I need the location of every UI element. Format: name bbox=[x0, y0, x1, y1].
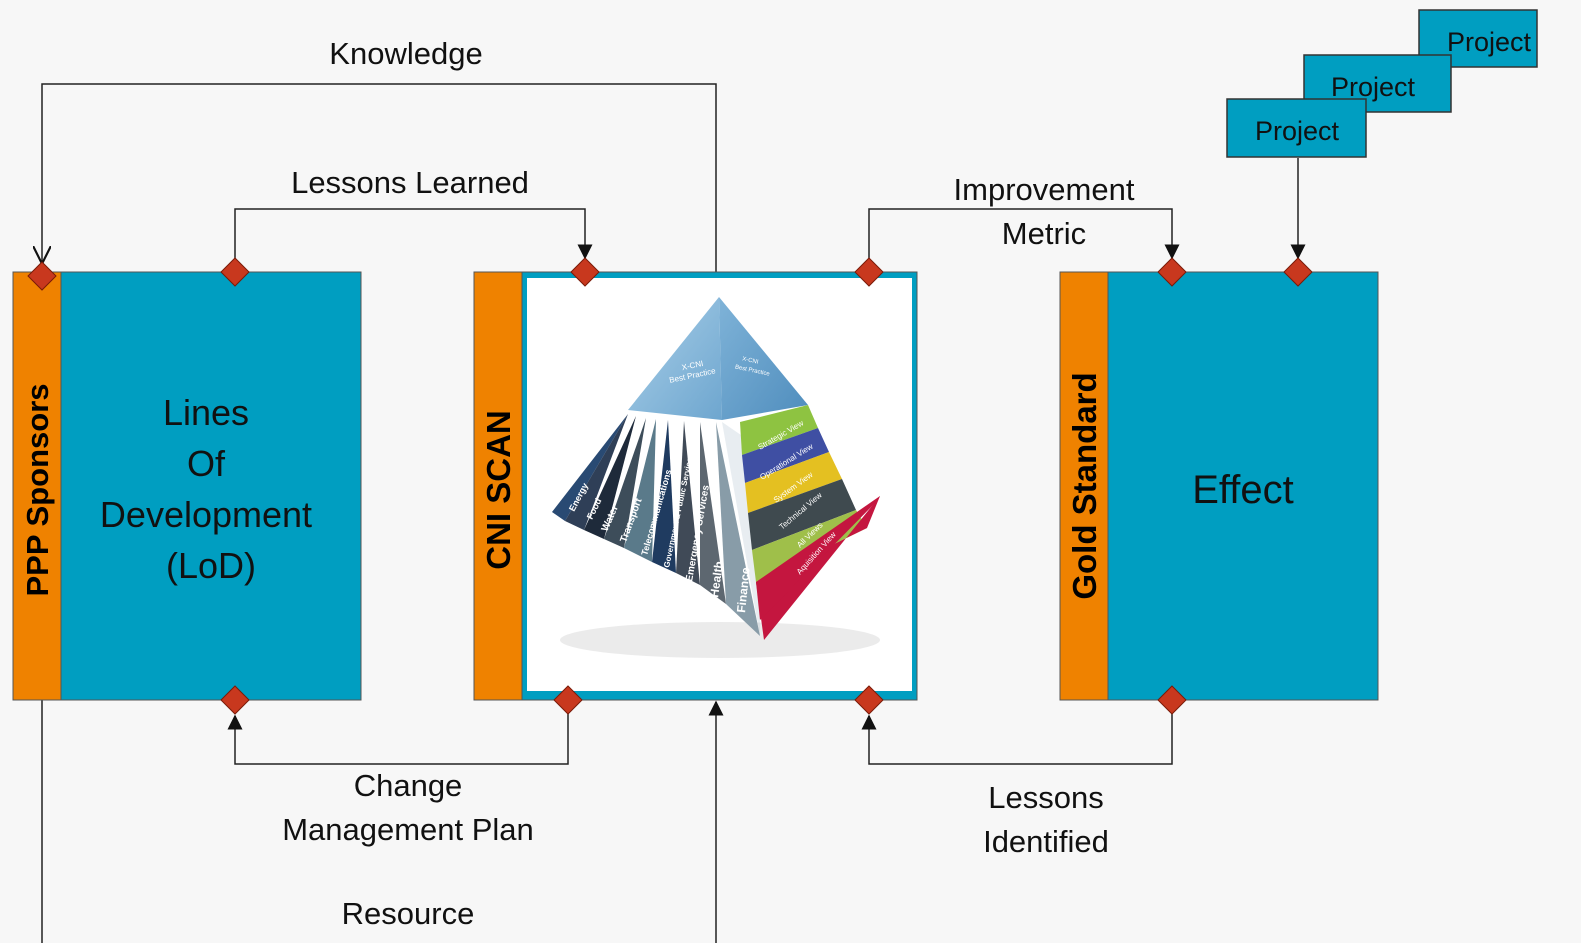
connector-node bbox=[854, 685, 884, 715]
apex-left-text-1: X-CNI bbox=[681, 359, 704, 372]
improvement-metric-label-2: Metric bbox=[1002, 216, 1086, 251]
cni-scan-label: CNI SCAN bbox=[480, 410, 517, 570]
cni-scan-block: CNI SCAN X-CNI Best Practice X-CNI Best … bbox=[473, 271, 918, 701]
pyramid-apex-left bbox=[628, 297, 722, 420]
connector-node bbox=[1157, 685, 1187, 715]
resource-label: Resource bbox=[342, 896, 475, 931]
connector-node bbox=[854, 257, 884, 287]
apex-right-text-1: X-CNI bbox=[742, 356, 760, 365]
lessons-learned-connector bbox=[234, 208, 593, 262]
sector-label: Finance bbox=[734, 566, 753, 613]
knowledge-connector bbox=[42, 83, 717, 272]
connector-node bbox=[553, 685, 583, 715]
connector-node bbox=[570, 257, 600, 287]
effect-box bbox=[1107, 271, 1379, 701]
pyramid-apex-right bbox=[719, 297, 808, 420]
project-label: Project bbox=[1447, 27, 1532, 57]
lessons-identified-connector bbox=[861, 710, 1173, 765]
cni-scan-bar bbox=[473, 271, 523, 701]
improvement-metric-connector bbox=[868, 208, 1180, 262]
improvement-metric-label-1: Improvement bbox=[954, 172, 1135, 207]
lod-line-1: Lines bbox=[163, 392, 249, 433]
lod-line-2: Of bbox=[187, 443, 226, 484]
lessons-identified-label-1: Lessons bbox=[988, 780, 1103, 815]
connector-node bbox=[1157, 257, 1187, 287]
lessons-identified-label-2: Identified bbox=[983, 824, 1109, 859]
change-plan-label-2: Management Plan bbox=[282, 812, 534, 847]
effect-label: Effect bbox=[1192, 468, 1294, 512]
lod-line-3: Development bbox=[100, 494, 312, 535]
change-plan-label-1: Change bbox=[354, 768, 463, 803]
connector-node bbox=[220, 685, 250, 715]
lessons-learned-label: Lessons Learned bbox=[291, 165, 529, 200]
ppp-sponsors-bar bbox=[12, 271, 62, 701]
project-card[interactable] bbox=[1226, 98, 1367, 158]
lod-label-group: Lines Of Development (LoD) bbox=[100, 392, 322, 586]
lod-line-4: (LoD) bbox=[166, 545, 256, 586]
knowledge-label: Knowledge bbox=[329, 36, 482, 71]
sector-label: Health bbox=[707, 560, 726, 598]
gold-standard-label: Gold Standard bbox=[1066, 372, 1103, 599]
pyramid-illustration: X-CNI Best Practice X-CNI Best Practice … bbox=[552, 297, 880, 658]
ppp-sponsors-label: PPP Sponsors bbox=[20, 383, 55, 596]
connector-node bbox=[1283, 257, 1313, 287]
project-label: Project bbox=[1255, 116, 1340, 146]
effect-block: Gold Standard Effect bbox=[1059, 271, 1379, 701]
connector-node bbox=[27, 261, 57, 291]
change-plan-connector bbox=[227, 710, 569, 765]
lod-box bbox=[60, 271, 362, 701]
connector-node bbox=[220, 257, 250, 287]
lod-block: PPP Sponsors Lines Of Development (LoD) bbox=[12, 271, 362, 701]
gold-standard-bar bbox=[1059, 271, 1109, 701]
project-label: Project bbox=[1331, 72, 1416, 102]
connector-nodes bbox=[27, 257, 1313, 715]
project-stack: Project Project Project bbox=[1226, 9, 1538, 158]
